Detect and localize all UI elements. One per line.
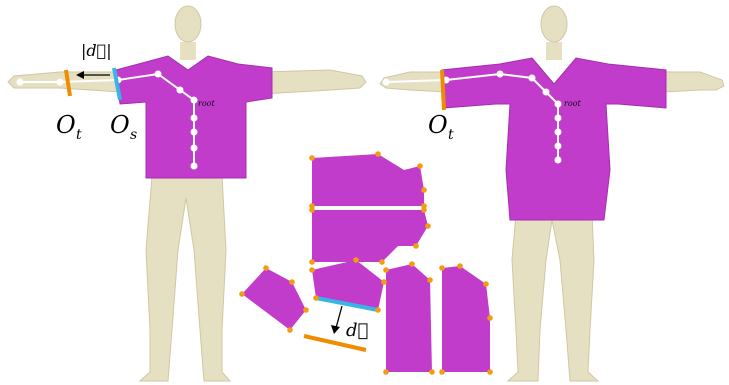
pattern-long-panel-a — [386, 264, 432, 372]
target-origin-label-left: O — [56, 111, 76, 139]
root-label-right: root — [564, 99, 581, 108]
pattern-sleeve-left — [242, 268, 306, 330]
pattern-back-panel — [312, 210, 428, 262]
pattern-displacement-arrow — [336, 306, 342, 328]
pattern-displacement-arrowhead — [331, 325, 340, 334]
right-mannequin-neck — [546, 42, 562, 60]
right-mannequin-right-arm — [664, 72, 724, 92]
right-mannequin-head — [541, 6, 567, 42]
right-mannequin-legs — [508, 214, 598, 381]
right-dress — [442, 58, 666, 220]
left-mannequin-neck — [180, 42, 196, 60]
pattern-long-panel-b — [442, 266, 490, 372]
left-mannequin-right-arm — [262, 70, 366, 94]
left-mannequin-head — [175, 6, 201, 42]
target-origin-sub-right: t — [448, 127, 454, 143]
left-mannequin-legs — [140, 176, 230, 381]
source-origin-label: O — [110, 111, 130, 139]
source-origin-sub: s — [130, 127, 137, 143]
target-origin-label-right: O — [428, 111, 448, 139]
target-origin-sub-left: t — [76, 127, 82, 143]
root-label-left: root — [198, 99, 215, 108]
pattern-front-panel — [312, 154, 424, 206]
pattern-displacement-label: d⃗ — [346, 320, 368, 341]
target-origin-marker-right — [442, 70, 444, 110]
sewing-pattern: d⃗ — [239, 151, 493, 375]
displacement-magnitude-label: |d⃗| — [81, 41, 112, 60]
